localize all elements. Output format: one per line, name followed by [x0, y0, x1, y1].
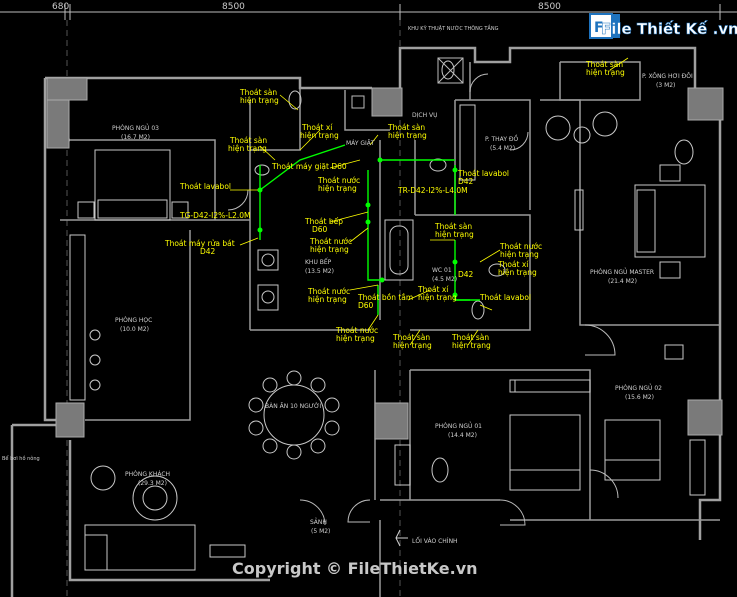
annotation-a14: TR-D42-I2%-L4.0M: [397, 186, 468, 195]
annotation-a23b: hiện trạng: [393, 341, 432, 350]
label-loi-vao: LỐI VÀO CHÍNH: [412, 537, 458, 545]
annotation-a19: Thoát bồn tắm: [357, 293, 413, 302]
room-hoc: PHÒNG HỌC: [115, 317, 152, 324]
brand-logo-text: File Thiết Kế .vn: [601, 19, 737, 38]
entry-arrow-icon: [395, 529, 408, 547]
annotation-a9: Thoát nước: [317, 176, 360, 185]
room-dich-vu: DỊCH VỤ: [412, 112, 438, 119]
annotation-a11b: hiện trạng: [388, 131, 427, 140]
annotation-a12b: hiện trạng: [308, 295, 347, 304]
annotation-a8b: D60: [312, 225, 328, 234]
annotation-a3b: hiện trạng: [228, 144, 267, 153]
label-khu-ky-thuat: KHU KỸ THUẬT NƯỚC THÔNG TẦNG: [408, 24, 499, 32]
columns: [46, 77, 724, 440]
dim-label-right: 8500: [538, 2, 561, 12]
annotation-a5: Thoát lavabol: [179, 182, 231, 191]
room-wc01: WC 01: [432, 267, 452, 274]
annotation-a13b: D42: [458, 177, 474, 186]
room-hoc-area: (10.0 M2): [120, 326, 149, 333]
room-master: PHÒNG NGỦ MASTER: [590, 268, 654, 276]
room-may-giat: MÁY GIẶT: [346, 140, 375, 147]
annotation-a12: Thoát nước: [307, 287, 350, 296]
annotation-a24b: hiện trạng: [452, 341, 491, 350]
annotation-a21: Thoát lavabol: [479, 293, 531, 302]
room-sanh: SẢNH: [310, 518, 327, 526]
annotation-a16: Thoát nước: [499, 242, 542, 251]
room-master-area: (21.4 M2): [608, 278, 637, 285]
annotation-a22b: hiện trạng: [336, 334, 375, 343]
room-ngu02-area: (15.6 M2): [625, 394, 654, 401]
room-ngu03: PHÒNG NGỦ 03: [112, 124, 159, 132]
room-wc01-area: (4.5 M2): [432, 276, 457, 283]
annotation-a20: Thoát xí: [417, 285, 449, 294]
annotation-a7: Thoát máy rửa bát: [164, 239, 235, 248]
annotation-a20b: hiện trạng: [418, 293, 457, 302]
annotation-a23: Thoát sàn: [392, 333, 430, 342]
annotations: Thoát sàn hiện trạng Thoát xí hiện trạng…: [164, 60, 625, 350]
annotation-a25b: hiện trạng: [586, 68, 625, 77]
annotation-a10: Thoát nước: [309, 237, 352, 246]
door-swings: [227, 73, 619, 526]
room-sanh-area: (5 M2): [311, 528, 330, 535]
tech-room: [351, 57, 464, 109]
annotation-a17b: hiện trạng: [498, 268, 537, 277]
room-bep-area: (13.5 M2): [305, 268, 334, 275]
annotation-a15: Thoát sàn: [434, 222, 472, 231]
annotation-a10b: hiện trạng: [310, 245, 349, 254]
furniture: [69, 60, 706, 571]
room-thay-do-area: (5.4 M2): [490, 145, 515, 152]
annotation-a2b: hiện trạng: [300, 131, 339, 140]
room-bep: KHU BẾP: [305, 258, 332, 266]
annotation-a8: Thoát bếp: [304, 217, 343, 226]
drain-points: [257, 157, 458, 298]
dim-label-mid: 8500: [222, 2, 245, 12]
annotation-a25: Thoát sàn: [585, 60, 623, 69]
annotation-a22: Thoát nước: [335, 326, 378, 335]
annotation-a17: Thoát xí: [497, 260, 529, 269]
room-ngu01: PHÒNG NGỦ 01: [435, 422, 482, 430]
annotation-a4: Thoát máy giặt D60: [271, 162, 347, 171]
leader-lines: [230, 57, 629, 346]
room-xong-hoi: P. XÔNG HƠI ĐÔI: [642, 73, 693, 80]
annotation-a3: Thoát sàn: [229, 136, 267, 145]
annotation-a15b: hiện trạng: [435, 230, 474, 239]
annotation-a6: TG-D42-I2%-L2.0M: [179, 211, 251, 220]
copyright-watermark: Copyright © FileThietKe.vn: [232, 559, 478, 578]
annotation-a18: D42: [458, 270, 474, 279]
brand-logo: F File Thiết Kế .vn: [589, 13, 737, 39]
annotation-a7b: D42: [200, 247, 216, 256]
label-be-boi: Bể bơi hồ nông: [2, 454, 40, 462]
annotation-a19b: D60: [358, 301, 374, 310]
annotation-a13: Thoát lavabol: [457, 169, 509, 178]
room-ngu01-area: (14.4 M2): [448, 432, 477, 439]
annotation-a16b: hiện trạng: [500, 250, 539, 259]
annotation-a1b: hiện trạng: [240, 96, 279, 105]
room-ngu03-area: (16.7 M2): [121, 134, 150, 141]
annotation-a9b: hiện trạng: [318, 184, 357, 193]
svg-text:F: F: [594, 20, 604, 36]
room-khach-area: (29.3 M2): [138, 480, 167, 487]
dim-label-left: 680: [52, 2, 69, 12]
room-xong-hoi-area: (3 M2): [656, 82, 675, 89]
room-ngu02: PHÒNG NGỦ 02: [615, 384, 662, 392]
room-thay-do: P. THAY ĐỒ: [485, 134, 519, 143]
interior-walls: [60, 61, 720, 597]
annotation-a2: Thoát xí: [301, 123, 333, 132]
annotation-a1: Thoát sàn: [239, 88, 277, 97]
annotation-a24: Thoát sàn: [451, 333, 489, 342]
room-labels: PHÒNG NGỦ 03 (16.7 M2) PHÒNG HỌC (10.0 M…: [2, 24, 693, 545]
annotation-a11: Thoát sàn: [387, 123, 425, 132]
dimension-line: [0, 4, 737, 597]
room-khach: PHÒNG KHÁCH: [125, 471, 170, 478]
room-ban-an: BÀN ĂN 10 NGƯỜI: [265, 403, 321, 410]
